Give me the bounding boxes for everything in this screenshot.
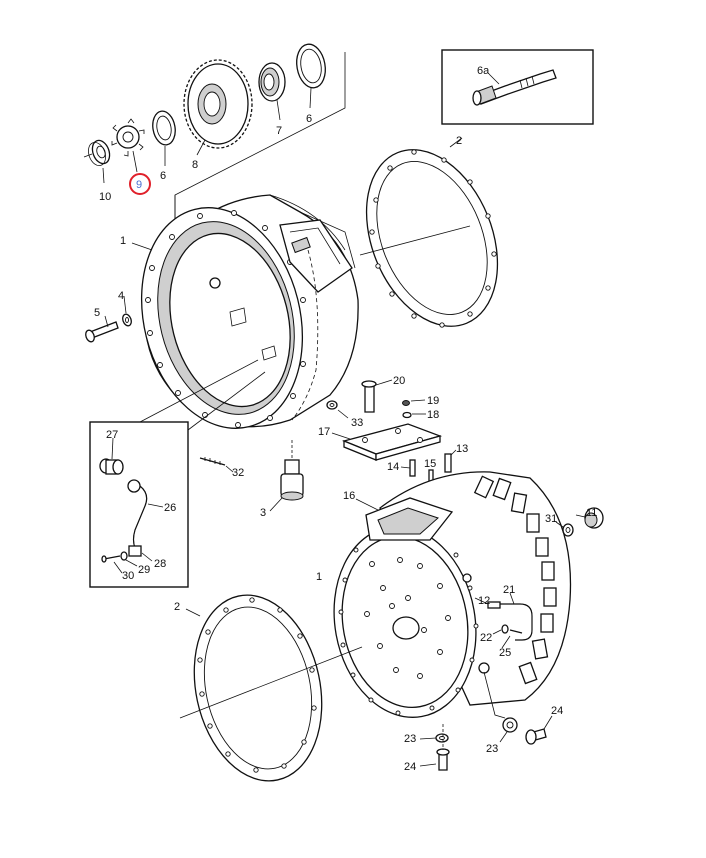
part-7-bearing[interactable] [258,62,286,102]
callout-33[interactable]: 33 [351,417,363,429]
callout-25[interactable]: 25 [499,647,511,659]
callout-28[interactable]: 28 [154,558,166,570]
callout-27[interactable]: 27 [106,429,118,441]
part-22-washer[interactable] [501,624,509,634]
part-23-washer-bottom[interactable] [435,733,449,743]
part-25-screw[interactable] [509,629,523,634]
callout-22[interactable]: 22 [480,632,492,644]
callout-6-large[interactable]: 6 [306,113,312,125]
callout-16[interactable]: 16 [343,490,355,502]
part-26-pipe[interactable] [127,479,148,549]
part-6-snap-ring[interactable] [150,109,178,146]
part-17-plate[interactable] [341,423,443,461]
callout-17[interactable]: 17 [318,426,330,438]
callout-7[interactable]: 7 [276,125,282,137]
lower-housing-fins [473,475,557,685]
callout-30[interactable]: 30 [122,570,134,582]
callout-12[interactable]: 12 [478,595,490,607]
callout-10[interactable]: 10 [99,191,111,203]
part-30-screw[interactable] [101,555,121,563]
part-31-washer[interactable] [562,523,574,537]
callout-11[interactable]: 11 [586,507,597,519]
callout-21[interactable]: 21 [503,584,515,596]
part-11-plug[interactable] [584,507,604,529]
callout-6a[interactable]: 6a [477,65,490,77]
callout-1-upper[interactable]: 1 [120,235,126,247]
part-18-washer[interactable] [402,411,412,419]
callout-13[interactable]: 13 [456,443,468,455]
upper-gasket[interactable] [342,130,522,346]
part-12-fitting[interactable] [487,601,501,609]
part-33-washer[interactable] [326,400,338,410]
part-8-gear[interactable] [183,59,253,149]
callout-14[interactable]: 14 [387,461,399,473]
callout-18[interactable]: 18 [427,409,439,421]
gear-train-group [83,42,346,280]
part-19-bolt[interactable] [402,400,410,406]
callout-1-lower[interactable]: 1 [316,571,322,583]
lower-housing-face-holes [364,557,451,679]
part-14-pin[interactable] [409,459,416,477]
part-27-fitting[interactable] [99,458,124,475]
part-23-washer-right[interactable] [502,717,518,733]
part-6a-shaft[interactable] [472,69,557,106]
part-29-washer[interactable] [120,551,128,561]
part-24-bolt-bottom[interactable] [436,724,450,771]
lower-housing[interactable] [319,471,572,729]
part-10-nut[interactable] [85,138,112,168]
lower-gasket-holes [197,597,317,773]
callout-6-small[interactable]: 6 [160,170,166,182]
part-3-sensor[interactable] [280,440,304,501]
callout-3[interactable]: 3 [260,507,266,519]
callout-4[interactable]: 4 [118,290,124,302]
callout-20[interactable]: 20 [393,375,405,387]
callout-2-lower[interactable]: 2 [174,601,180,613]
part-6-large-snap-ring[interactable] [293,42,328,90]
part-24-bolt-right[interactable] [525,728,547,745]
lower-housing-rim-holes [338,547,479,716]
callout-9[interactable]: 9 [136,179,142,191]
callout-24-right[interactable]: 24 [551,705,563,717]
part-32-stud[interactable] [199,457,226,466]
callout-29[interactable]: 29 [138,564,150,576]
part-20-bolt[interactable] [361,380,377,413]
callout-5[interactable]: 5 [94,307,100,319]
part-5-bolt[interactable] [84,321,119,343]
part-21-pipe[interactable] [500,603,533,641]
upper-housing-bolt-holes [145,210,306,428]
upper-housing[interactable] [119,190,359,445]
upper-gasket-holes [369,149,497,328]
callout-labels: 10 9 6 8 7 6 6a 2 1 5 4 20 19 18 33 17 2… [94,65,597,773]
detail-box-6a [441,49,594,125]
callout-24-bottom[interactable]: 24 [404,761,416,773]
callout-32[interactable]: 32 [232,467,244,479]
highlight-marker-part-9[interactable] [129,173,151,195]
part-13-pin[interactable] [444,453,452,473]
part-28-clamp[interactable] [128,545,142,557]
part-9-lock-washer[interactable] [111,118,145,157]
callout-26[interactable]: 26 [164,502,176,514]
callout-15[interactable]: 15 [424,458,436,470]
callout-23-right[interactable]: 23 [486,743,498,755]
callout-2-upper[interactable]: 2 [456,135,462,147]
inset-detail-box [89,359,266,588]
callout-23-bottom[interactable]: 23 [404,733,416,745]
callout-19[interactable]: 19 [427,395,439,407]
part-4-washer[interactable] [121,313,133,327]
callout-8[interactable]: 8 [192,159,198,171]
callout-31[interactable]: 31 [545,513,557,525]
